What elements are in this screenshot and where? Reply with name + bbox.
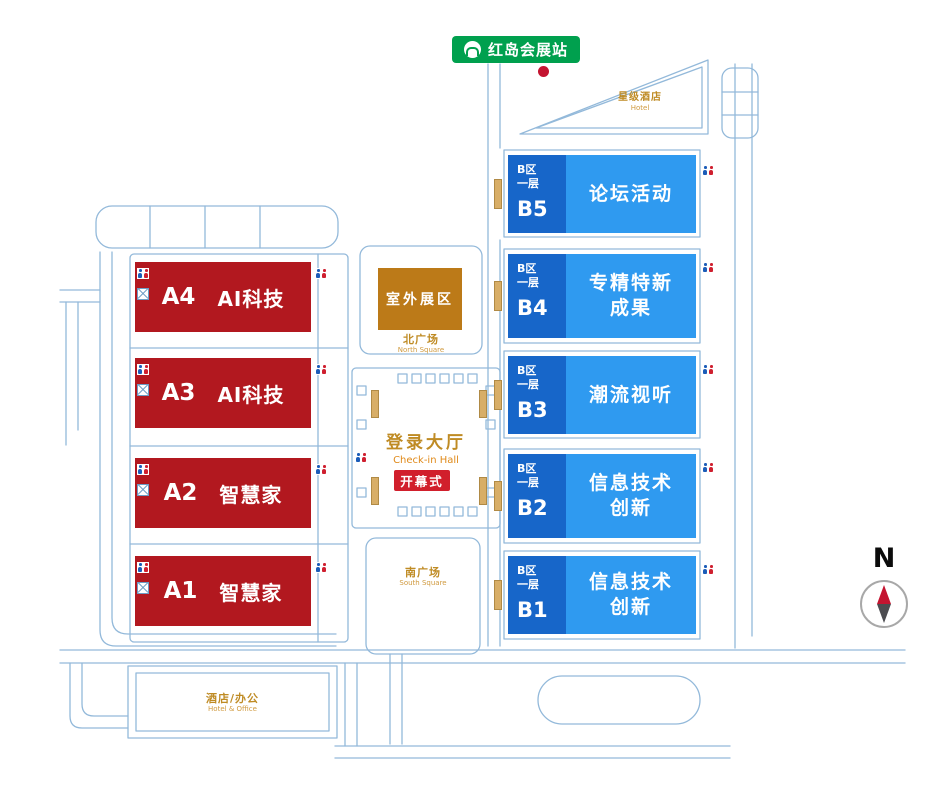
hall-b1: B区 一层 B1 信息技术 创新 <box>508 556 696 634</box>
compass-north-label: N <box>872 543 896 574</box>
hall-a3-name: AI科技 <box>217 382 285 407</box>
north-square-cn: 北广场 <box>403 333 439 346</box>
hall-b2-floor: 一层 <box>517 475 539 489</box>
gate-marker <box>494 281 502 311</box>
hall-b1-name: 信息技术 创新 <box>566 556 696 634</box>
south-square-en: South Square <box>399 579 447 588</box>
gate-marker <box>371 477 379 505</box>
restroom-icon <box>315 562 327 573</box>
north-square-en: North Square <box>397 346 445 355</box>
gate-marker <box>371 390 379 418</box>
hall-b1-side: B区 一层 B1 <box>508 556 566 634</box>
gate-marker <box>479 390 487 418</box>
restroom-icon <box>702 262 714 273</box>
hall-a4: A4 AI科技 <box>135 262 311 332</box>
stairs-icon <box>137 384 149 396</box>
hall-b4-name: 专精特新 成果 <box>566 254 696 338</box>
hall-a1: A1 智慧家 <box>135 556 311 626</box>
checkin-hall-label: 登录大厅 Check-in Hall <box>352 428 500 466</box>
hall-b5: B区 一层 B5 论坛活动 <box>508 155 696 233</box>
opening-ceremony-badge: 开幕式 <box>394 470 450 491</box>
gate-marker <box>494 481 502 511</box>
hotel-top-name-en: Hotel <box>630 104 650 112</box>
restroom-icon <box>137 464 149 475</box>
hall-a2-id: A2 <box>163 480 198 506</box>
hall-b4-id: B4 <box>517 295 548 320</box>
hall-b2-side: B区 一层 B2 <box>508 454 566 538</box>
hall-b2: B区 一层 B2 信息技术 创新 <box>508 454 696 538</box>
compass-dial <box>860 580 908 628</box>
hall-b5-floor: 一层 <box>517 176 539 190</box>
hall-a3-id: A3 <box>161 380 196 406</box>
hotel-top-label: 星级酒店 Hotel <box>598 92 682 112</box>
hall-b4: B区 一层 B4 专精特新 成果 <box>508 254 696 338</box>
restroom-icon <box>702 564 714 575</box>
restroom-icon <box>315 268 327 279</box>
restroom-icon <box>315 364 327 375</box>
hall-b4-zone: B区 <box>517 262 537 275</box>
hall-a2-name: 智慧家 <box>219 482 283 507</box>
hotel-top-name: 星级酒店 <box>618 92 662 103</box>
hall-a4-id: A4 <box>161 284 196 310</box>
hall-b5-name: 论坛活动 <box>566 155 696 233</box>
hotel-office-en: Hotel & Office <box>208 705 257 714</box>
hall-b3-zone: B区 <box>517 364 537 377</box>
station-label: 红岛会展站 <box>488 41 569 59</box>
north-square-label: 北广场 North Square <box>360 333 482 355</box>
hall-a4-name: AI科技 <box>217 286 285 311</box>
hall-a1-name: 智慧家 <box>219 580 283 605</box>
metro-icon <box>464 41 481 58</box>
stairs-icon <box>137 484 149 496</box>
hall-b5-zone: B区 <box>517 163 537 176</box>
gate-marker <box>494 179 502 209</box>
restroom-icon <box>137 562 149 573</box>
gate-marker <box>494 380 502 410</box>
restroom-icon <box>702 364 714 375</box>
compass-needle-south <box>877 604 891 623</box>
compass-needle-north <box>877 585 891 604</box>
hall-b3-floor: 一层 <box>517 377 539 391</box>
restroom-icon <box>702 165 714 176</box>
hall-b2-id: B2 <box>517 495 548 520</box>
south-square-label: 南广场 South Square <box>366 566 480 588</box>
restroom-icon <box>315 464 327 475</box>
gate-marker <box>494 580 502 610</box>
hall-b2-name: 信息技术 创新 <box>566 454 696 538</box>
outdoor-exhibition-zone: 室外展区 <box>378 268 462 330</box>
hotel-office-cn: 酒店/办公 <box>205 692 260 705</box>
restroom-icon <box>355 452 367 463</box>
hall-b1-id: B1 <box>517 597 548 622</box>
south-square-cn: 南广场 <box>405 566 441 579</box>
hall-a1-id: A1 <box>163 578 198 604</box>
restroom-icon <box>702 462 714 473</box>
hall-a2: A2 智慧家 <box>135 458 311 528</box>
stairs-icon <box>137 582 149 594</box>
metro-station-badge: 红岛会展站 <box>452 36 581 63</box>
hall-b1-zone: B区 <box>517 564 537 577</box>
checkin-hall-en: Check-in Hall <box>393 455 459 466</box>
stairs-icon <box>137 288 149 300</box>
hall-b2-zone: B区 <box>517 462 537 475</box>
hall-b3-id: B3 <box>517 397 548 422</box>
hall-a3: A3 AI科技 <box>135 358 311 428</box>
station-location-dot <box>538 66 549 77</box>
hall-b1-floor: 一层 <box>517 577 539 591</box>
checkin-hall-cn: 登录大厅 <box>386 433 466 453</box>
compass: N <box>856 545 912 628</box>
hall-b3-name: 潮流视听 <box>566 356 696 434</box>
restroom-icon <box>137 364 149 375</box>
gate-marker <box>479 477 487 505</box>
hall-b4-side: B区 一层 B4 <box>508 254 566 338</box>
hall-b5-side: B区 一层 B5 <box>508 155 566 233</box>
restroom-icon <box>137 268 149 279</box>
hall-b3: B区 一层 B3 潮流视听 <box>508 356 696 434</box>
hall-b3-side: B区 一层 B3 <box>508 356 566 434</box>
hotel-office-label: 酒店/办公 Hotel & Office <box>136 692 329 714</box>
hall-b4-floor: 一层 <box>517 275 539 289</box>
hall-b5-id: B5 <box>517 196 548 221</box>
